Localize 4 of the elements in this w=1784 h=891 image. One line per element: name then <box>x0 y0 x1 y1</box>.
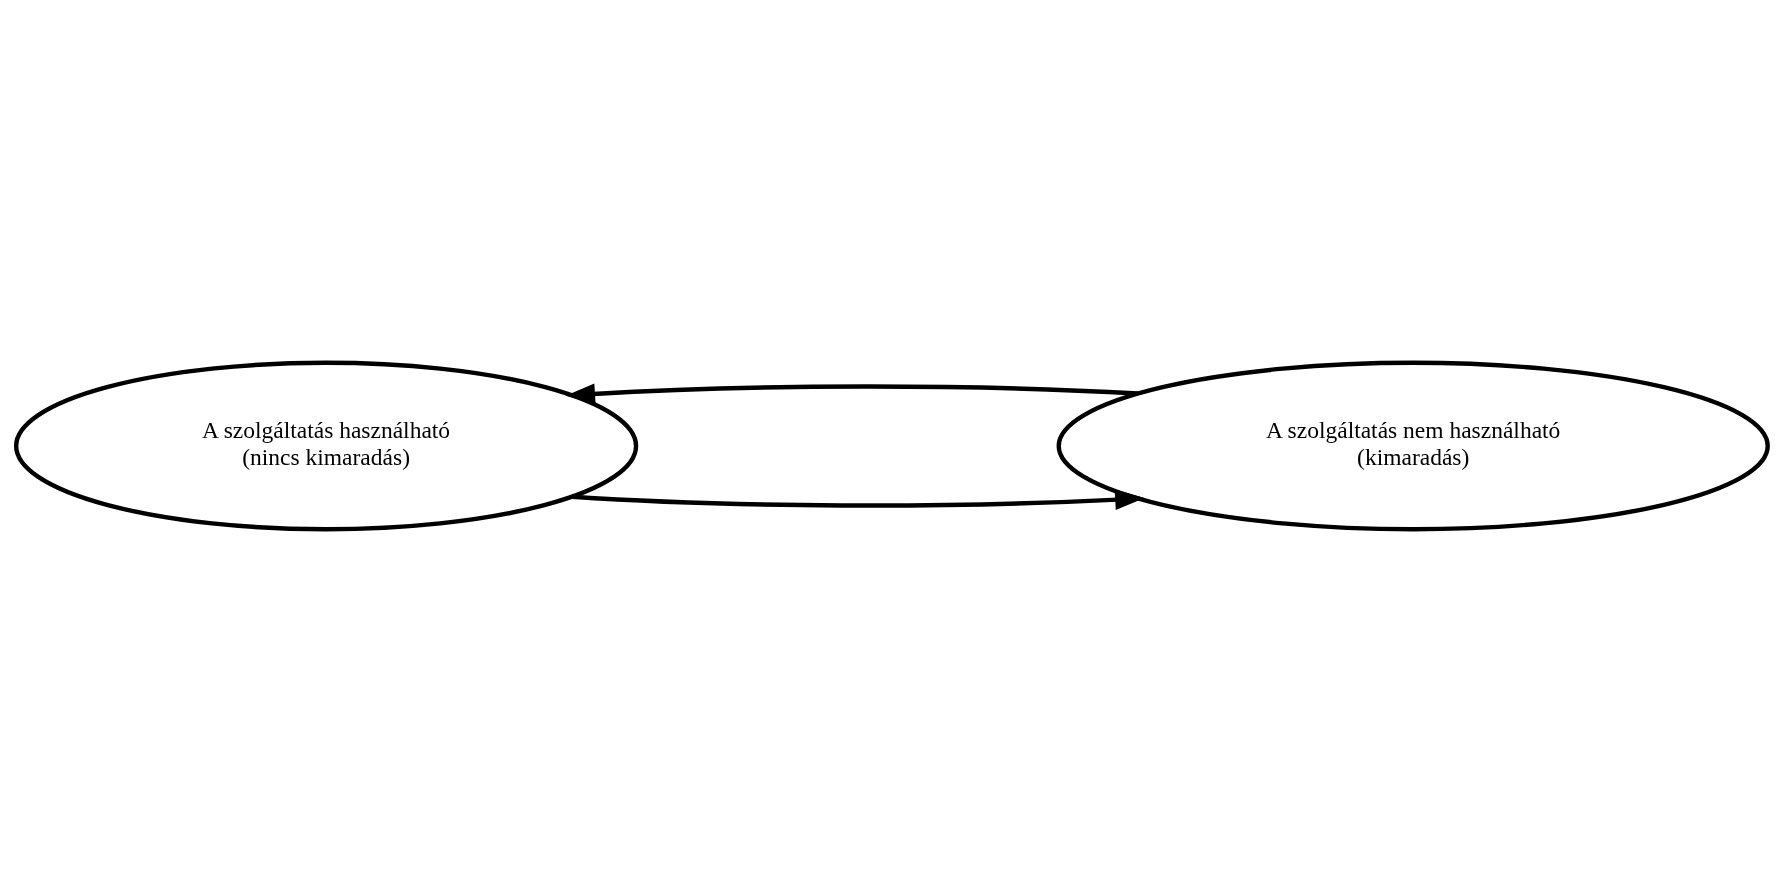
arrow <box>572 488 1145 510</box>
arrow <box>565 383 1139 404</box>
node-ellipse: A szolgáltatás nem használható (kimaradás) <box>1056 360 1770 531</box>
node-ellipse: A szolgáltatás használható (nincs kimaradás) <box>13 360 639 531</box>
